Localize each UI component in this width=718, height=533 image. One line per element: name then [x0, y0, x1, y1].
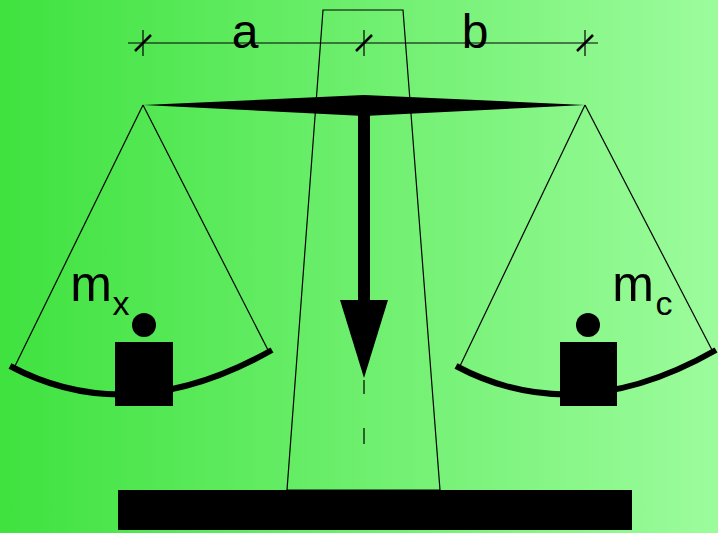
pillar	[287, 10, 440, 490]
dimension-line	[128, 30, 598, 56]
mass-subscript: c	[656, 286, 673, 320]
dimension-label: a	[232, 8, 259, 56]
weight-block	[115, 342, 173, 406]
mass-subscript: x	[113, 286, 130, 320]
weight-knob	[132, 313, 156, 337]
mass-symbol: m	[612, 259, 654, 309]
pointer-head	[340, 300, 388, 378]
weight-knob	[576, 313, 600, 337]
weight-block	[560, 342, 617, 406]
pointer	[358, 105, 370, 305]
dimension-label: b	[462, 8, 489, 56]
mass-symbol: m	[70, 259, 112, 309]
base	[118, 490, 632, 530]
center-mark	[363, 380, 364, 444]
dimension-ticks	[135, 35, 593, 51]
